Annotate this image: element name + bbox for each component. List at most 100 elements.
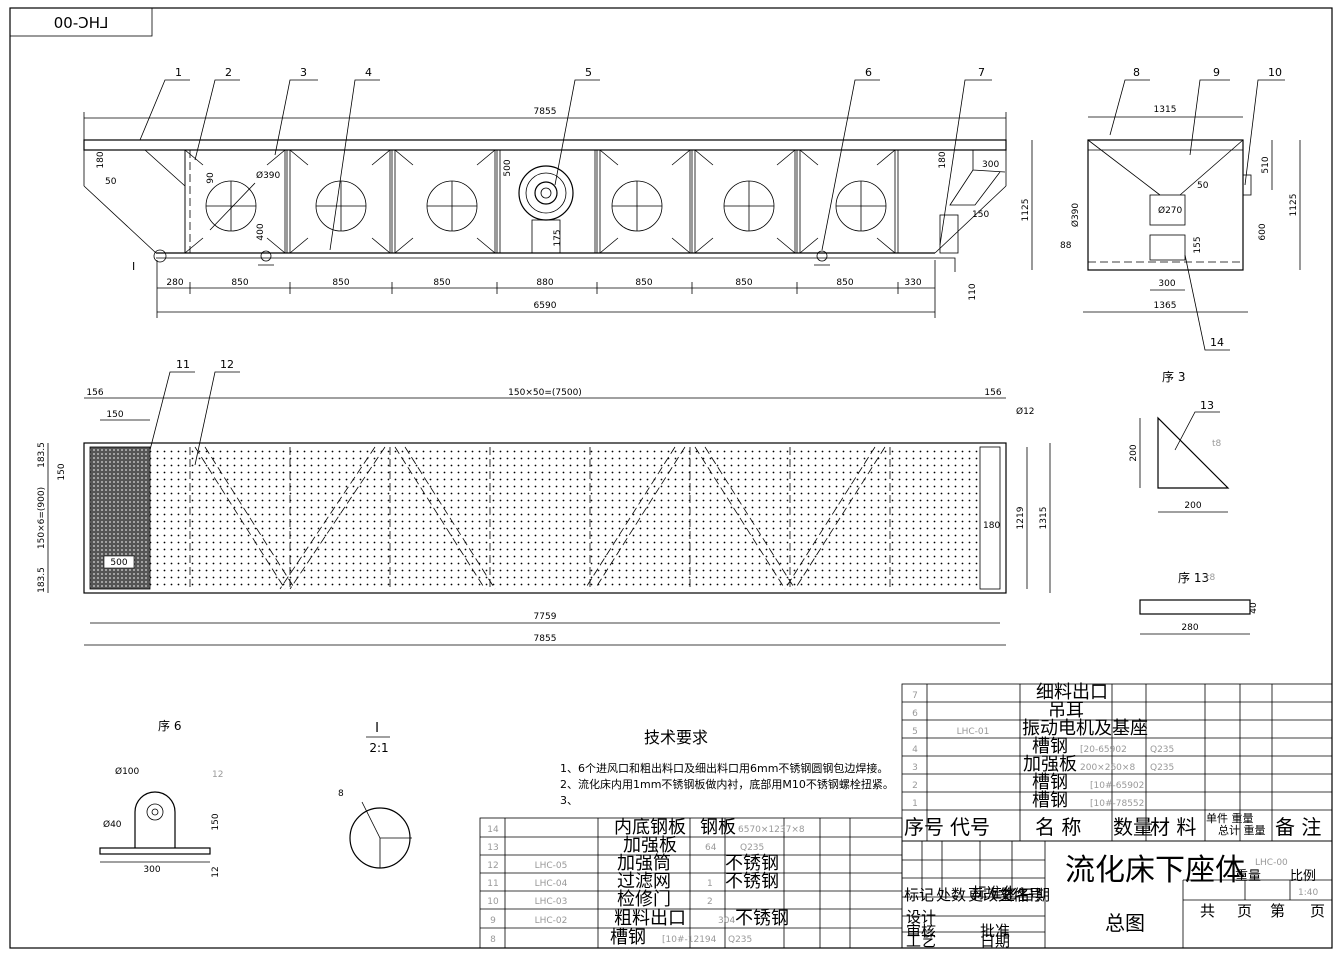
bom-l-10-no: 10: [487, 897, 499, 907]
detail6-dim-0: Ø100: [115, 766, 140, 777]
bom-l-12-no: 12: [487, 861, 498, 871]
plan-view: 500 156 150 150×50=(7500) 156 Ø12 183.5 …: [37, 388, 1051, 646]
bom-l-9-mat: 不锈钢: [735, 908, 789, 929]
sign-2: 审核: [906, 922, 936, 940]
detail6-dim-3: 150: [211, 813, 221, 830]
bom-l-8-qty: [10#-12194: [662, 935, 717, 945]
dim-bottom-2: 850: [332, 278, 349, 288]
side-dim-0: 1315: [1154, 105, 1177, 115]
plan-top-dim-4: Ø12: [1016, 406, 1035, 417]
plan-bottom-dim-0: 7759: [534, 612, 557, 622]
dim-extra-180r: 180: [938, 151, 948, 168]
side-dim-7: 88: [1060, 241, 1072, 251]
balloons: 1 2 3 4 5 6 7 8 9 10 11 12 13 14: [139, 66, 1285, 466]
detail-mark-front: I: [132, 260, 135, 273]
bom-r-2-qty: [10#-65902: [1090, 781, 1144, 791]
balloon-5: 5: [585, 66, 592, 79]
bom-l-8-mat: Q235: [728, 935, 752, 945]
detail3-dim-2: t8: [1212, 439, 1222, 449]
scale-value: 1:40: [1298, 888, 1318, 898]
rev-4: 日期: [1020, 886, 1050, 904]
sign-5: 日期: [980, 932, 1010, 950]
balloon-10: 10: [1268, 66, 1282, 79]
detail13-dim-1: 40: [1249, 602, 1259, 614]
front-view-dims: 7855 280 850 850 850 880 850 850 850 330…: [83, 107, 1033, 318]
balloon-11: 11: [176, 358, 190, 371]
detail6-dim-5: 12: [211, 866, 221, 877]
detail6-dim-2: 12: [212, 770, 223, 780]
bom-l-14-mat: 钢板: [700, 817, 736, 838]
dim-top-front: 7855: [534, 107, 557, 117]
bom-h-note: 备 注: [1275, 815, 1321, 839]
balloon-1: 1: [175, 66, 182, 79]
balloon-13: 13: [1200, 399, 1214, 412]
side-dim-8: 155: [1193, 236, 1203, 253]
bom-right: 1 槽钢 [10#-78552 2 槽钢 [10#-65902 3 加强板 20…: [901, 682, 1333, 842]
detail6-dim-4: 300: [143, 865, 160, 875]
plan-top-dim-3: 156: [984, 388, 1001, 398]
bom-l-14-name: 内底钢板: [614, 817, 686, 838]
bom-r-3-qty: 200×260×8: [1080, 763, 1135, 773]
plan-top-dim-2: 150×50=(7500): [508, 388, 582, 398]
detail-3: 序 3 200 200 t8: [1129, 369, 1230, 513]
bom-l-9-qty: 304: [718, 916, 735, 926]
side-dim-5: 50: [1197, 181, 1209, 191]
plan-left-dim-1: 150: [57, 463, 67, 480]
detail-i: I 2:1 8: [338, 721, 412, 869]
dim-extra-500: 500: [503, 159, 513, 176]
drawing-type: 总图: [1105, 911, 1145, 935]
dim-extra-50: 50: [105, 177, 117, 187]
bom-r-5-name: 振动电机及基座: [1022, 718, 1148, 739]
bom-l-13-mat: Q235: [740, 843, 764, 853]
balloon-12: 12: [220, 358, 234, 371]
plan-right-dim-2: 1315: [1039, 507, 1049, 530]
bom-r-5-no: 5: [912, 727, 918, 737]
dim-extra-180: 180: [96, 151, 106, 168]
dim-height-front: 1125: [1021, 199, 1031, 222]
detail13-title: 序 13: [1178, 570, 1209, 585]
bom-r-4-qty: [20-65902: [1080, 745, 1127, 755]
dim-extra-110: 110: [968, 283, 978, 300]
bom-h-mat: 材 料: [1150, 815, 1196, 839]
bom-h-unitw: 单件 重量: [1206, 811, 1254, 825]
weight-label: 重量: [1235, 868, 1261, 884]
tech-req-line-1: 1、6个进风口和粗出料口及细出料口用6mm不锈钢圆钢包边焊接。: [560, 761, 888, 775]
bom-r-1-no: 1: [912, 799, 918, 809]
detail6-title: 序 6: [158, 718, 181, 733]
plan-left-dim-0: 183.5: [37, 442, 47, 468]
detail3-dim-1: 200: [1184, 501, 1201, 511]
bom-l-10-qty: 2: [707, 897, 713, 907]
bom-l-11-code: LHC-04: [535, 879, 568, 889]
drawing-no-tab: [9, 7, 153, 37]
tech-requirements: 技术要求 1、6个进风口和粗出料口及细出料口用6mm不锈钢圆钢包边焊接。 2、流…: [560, 728, 894, 807]
detail-i-scale: 2:1: [369, 741, 388, 755]
bom-l-10-code: LHC-03: [535, 897, 568, 907]
sheet-2: 第: [1270, 902, 1285, 920]
dim-extra-175: 175: [553, 229, 563, 246]
balloon-2: 2: [225, 66, 232, 79]
dim-bottom-0: 280: [166, 278, 183, 288]
plan-top-dim-1: 150: [106, 410, 123, 420]
bom-l-11-mat: 不锈钢: [725, 871, 779, 892]
detail-6: 序 6 Ø100 Ø40 12 150 300 12: [99, 718, 223, 878]
bom-l-8-no: 8: [490, 935, 496, 945]
part-name: 流化床下座体: [1065, 853, 1245, 888]
side-dim-10: 1365: [1154, 301, 1177, 311]
tech-req-line-2: 2、流化床内用1mm不锈钢板做内衬，底部用M10不锈钢螺栓扭紧。: [560, 777, 894, 791]
sheet-1: 页: [1237, 902, 1252, 920]
plan-right-dim-1: 1219: [1016, 506, 1026, 529]
dim-bottom-7: 850: [836, 278, 853, 288]
bom-r-2-no: 2: [912, 781, 918, 791]
bom-l-10-name: 检修门: [617, 889, 671, 910]
dim-extra-d390: Ø390: [256, 170, 281, 181]
sheet-0: 共: [1200, 902, 1215, 920]
bom-r-3-no: 3: [912, 763, 918, 773]
bom-h-totalw: 总计 重量: [1218, 823, 1266, 837]
dim-bottom-3: 850: [433, 278, 450, 288]
bom-r-4-no: 4: [912, 745, 918, 755]
bom-l-12-name: 加强筒: [617, 853, 671, 874]
side-dim-9: 300: [1158, 279, 1175, 289]
bom-r-7-no: 7: [912, 691, 918, 701]
bom-l-9-code: LHC-02: [535, 916, 568, 926]
